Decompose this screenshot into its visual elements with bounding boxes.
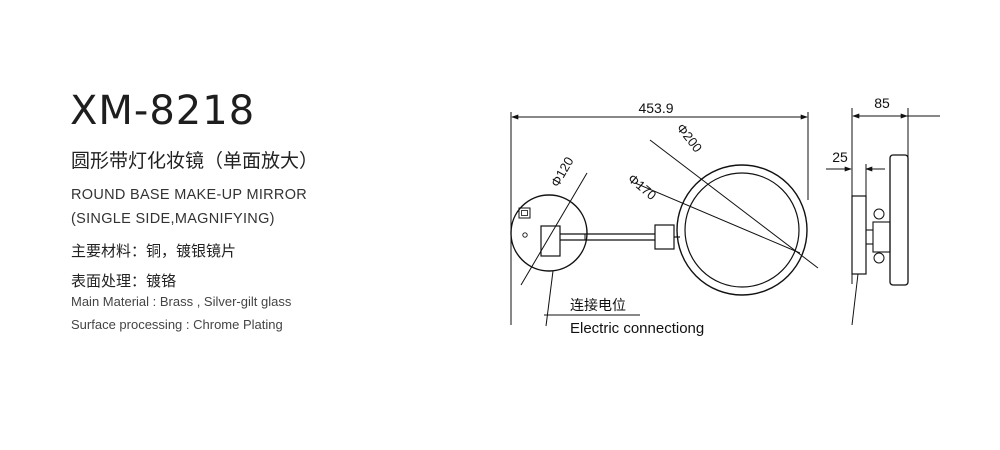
base-switch-inner <box>521 210 528 216</box>
mirror-inner-diameter-line <box>634 182 801 254</box>
label-side-depth: 85 <box>874 95 890 111</box>
material-english: Main Material : Brass , Silver-gilt glas… <box>71 294 292 309</box>
mirror-outer-circle <box>676 164 808 296</box>
base-disc <box>510 194 588 272</box>
side-view <box>826 108 940 326</box>
base-switch <box>518 207 531 219</box>
label-side-offset: 25 <box>832 149 848 165</box>
side-joint-knob-top <box>873 208 885 220</box>
mirror-outer-diameter-line <box>649 139 819 269</box>
mirror-joint-block <box>654 224 675 250</box>
label-mirror-inner-diameter: Φ170 <box>625 171 659 203</box>
base-diameter-line <box>520 172 588 286</box>
front-view <box>510 112 819 327</box>
side-power-cable <box>851 273 859 326</box>
material-chinese: 主要材料：铜，镀银镜片 <box>71 242 237 260</box>
label-total-width: 453.9 <box>638 100 673 116</box>
product-name-english-line2: (SINGLE SIDE,MAGNIFYING) <box>71 211 275 227</box>
base-screw <box>522 232 528 238</box>
label-electric-en: Electric connectiong <box>570 320 704 337</box>
product-name-chinese: 圆形带灯化妆镜（单面放大） <box>71 150 319 172</box>
side-base-profile <box>851 195 867 275</box>
finish-english: Surface processing : Chrome Plating <box>71 317 283 332</box>
side-joint-block <box>872 221 891 253</box>
label-mirror-outer-diameter: Φ200 <box>674 121 706 156</box>
mirror-inner-circle <box>684 172 800 288</box>
base-hinge-block <box>540 225 561 257</box>
product-name-english-line1: ROUND BASE MAKE-UP MIRROR <box>71 187 308 203</box>
model-number: XM-8218 <box>70 88 256 134</box>
label-electric-cn: 连接电位 <box>570 297 626 313</box>
finish-chinese: 表面处理：镀铬 <box>71 272 177 290</box>
side-mirror-profile <box>889 154 909 286</box>
power-cable <box>545 270 554 327</box>
product-name-english: ROUND BASE MAKE-UP MIRROR (SINGLE SIDE,M… <box>71 183 307 231</box>
side-joint-knob-bottom <box>873 252 885 264</box>
label-base-diameter: Φ120 <box>548 154 577 189</box>
